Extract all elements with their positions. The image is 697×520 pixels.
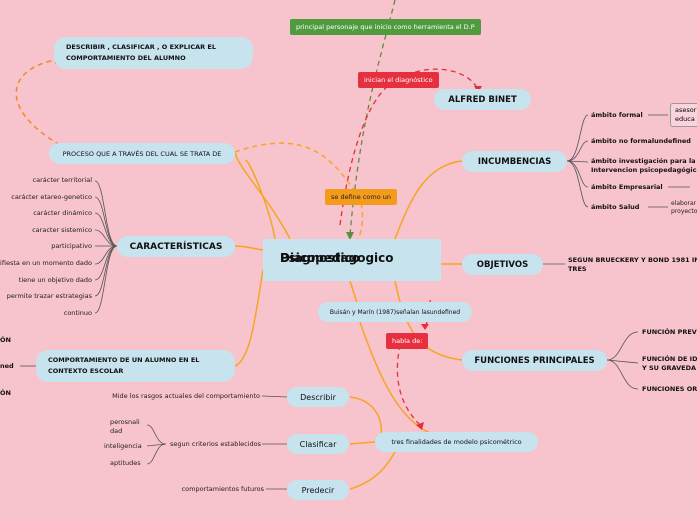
caracteristica-item[interactable]: participativo: [51, 242, 92, 250]
central-title-line2: Psicopedagogico: [280, 251, 394, 265]
tag-se-define[interactable]: se define como un: [325, 189, 398, 205]
comportamiento-line2: CONTEXTO ESCOLAR: [48, 367, 124, 375]
caracteristica-item[interactable]: carácter etareo-genetico: [11, 193, 92, 201]
incumbencia-item[interactable]: ámbito investigación para la: [591, 157, 696, 165]
left-fragment[interactable]: ÓN: [0, 336, 11, 344]
funcion-item[interactable]: FUNCIÓN DE ID: [642, 355, 697, 363]
tres-finalidades-node[interactable]: tres finalidades de modelo psicométrico: [375, 432, 538, 452]
funcion-item[interactable]: FUNCIONES OR: [642, 385, 697, 393]
asesor-line2: educa: [675, 115, 695, 123]
caracteristica-item[interactable]: continuo: [63, 309, 92, 317]
left-fragment[interactable]: ÓN: [0, 389, 11, 397]
describir-leaf[interactable]: Mide los rasgos actuales del comportamie…: [112, 392, 260, 400]
objetivos-node[interactable]: OBJETIVOS: [462, 254, 543, 275]
caracteristicas-node[interactable]: CARACTERÍSTICAS: [117, 236, 235, 257]
criterios-leaf[interactable]: segun criterios establecidos: [170, 440, 262, 448]
tag-habla-de[interactable]: habla de:: [386, 333, 429, 349]
incumbencias-node[interactable]: INCUMBENCIAS: [462, 151, 567, 172]
funcion-item[interactable]: FUNCIÓN PREVE: [642, 328, 697, 336]
incumbencia-item[interactable]: ámbito formal: [591, 111, 643, 119]
funciones-node[interactable]: FUNCIONES PRINCIPALES: [462, 350, 607, 371]
alfred-binet-node[interactable]: ALFRED BINET: [434, 89, 531, 110]
incumbencia-item[interactable]: ámbito no formalundefined: [591, 137, 691, 145]
central-title-line1: Diagnostico: [280, 251, 360, 265]
funcion-item[interactable]: Y SU GRAVEDA: [642, 364, 697, 372]
left-fragment[interactable]: ned: [0, 362, 14, 370]
incumbencia-item[interactable]: Intervencion psicopedagógica: [591, 166, 697, 174]
inteligencia-leaf[interactable]: inteligencia: [104, 442, 142, 450]
tag-principal-personaje[interactable]: principal personaje que inicio como herr…: [290, 19, 481, 35]
caracteristica-item[interactable]: carácter dinámico: [33, 209, 92, 217]
caracteristica-item[interactable]: permite trazar estrategias: [6, 292, 92, 300]
describir-node[interactable]: Describir: [287, 387, 349, 407]
incumbencia-item[interactable]: ámbito Empresarial: [591, 183, 663, 191]
clasificar-node[interactable]: Clasificar: [287, 434, 349, 454]
caracteristica-item[interactable]: carácter territorial: [32, 176, 92, 184]
caracteristica-item[interactable]: manifiesta en un momento dado: [0, 259, 92, 267]
elaborar-leaf[interactable]: elaborarproyectos: [671, 200, 697, 216]
asesor-line1: asesor: [675, 106, 697, 114]
objetivos-line2: TRES: [568, 265, 587, 273]
elaborar-line2: proyectos: [671, 208, 697, 215]
aptitudes-leaf[interactable]: aptitudes: [110, 459, 141, 467]
loop-arrow: [15, 59, 61, 146]
caracteristica-item[interactable]: tiene un objetivo dado: [18, 276, 92, 284]
elaborar-line1: elaborar: [671, 200, 697, 207]
comportamiento-line1: COMPORTAMIENTO DE UN ALUMNO EN EL: [48, 356, 200, 364]
comportamiento-node[interactable]: COMPORTAMIENTO DE UN ALUMNO EN EL CONTEX…: [36, 350, 235, 382]
proceso-node[interactable]: PROCESO QUE A TRAVÉS DEL CUAL SE TRATA D…: [49, 143, 235, 164]
describir-node-line2: COMPORTAMIENTO DEL ALUMNO: [66, 54, 186, 62]
incumbencia-item[interactable]: ámbito Salud: [591, 203, 640, 211]
describir-clasificar-node[interactable]: DESCRIBIR , CLASIFICAR , O EXPLICAR EL C…: [54, 37, 253, 69]
predecir-node[interactable]: Predecir: [287, 480, 349, 500]
tag-inician[interactable]: inician el diagnóstico: [358, 72, 439, 88]
buisan-node[interactable]: Buisán y Marín (1987)señalan lasundefine…: [318, 302, 472, 322]
objetivos-line1: SEGUN BRUECKERY Y BOND 1981 IN: [568, 256, 697, 264]
describir-node-line1: DESCRIBIR , CLASIFICAR , O EXPLICAR EL: [66, 43, 217, 51]
personalidad-line2: dad: [110, 427, 123, 435]
caracteristica-item[interactable]: caracter sistemico: [32, 226, 92, 234]
predecir-leaf[interactable]: comportamientos futuros: [181, 485, 264, 493]
personalidad-line1: perosnali: [110, 418, 140, 426]
